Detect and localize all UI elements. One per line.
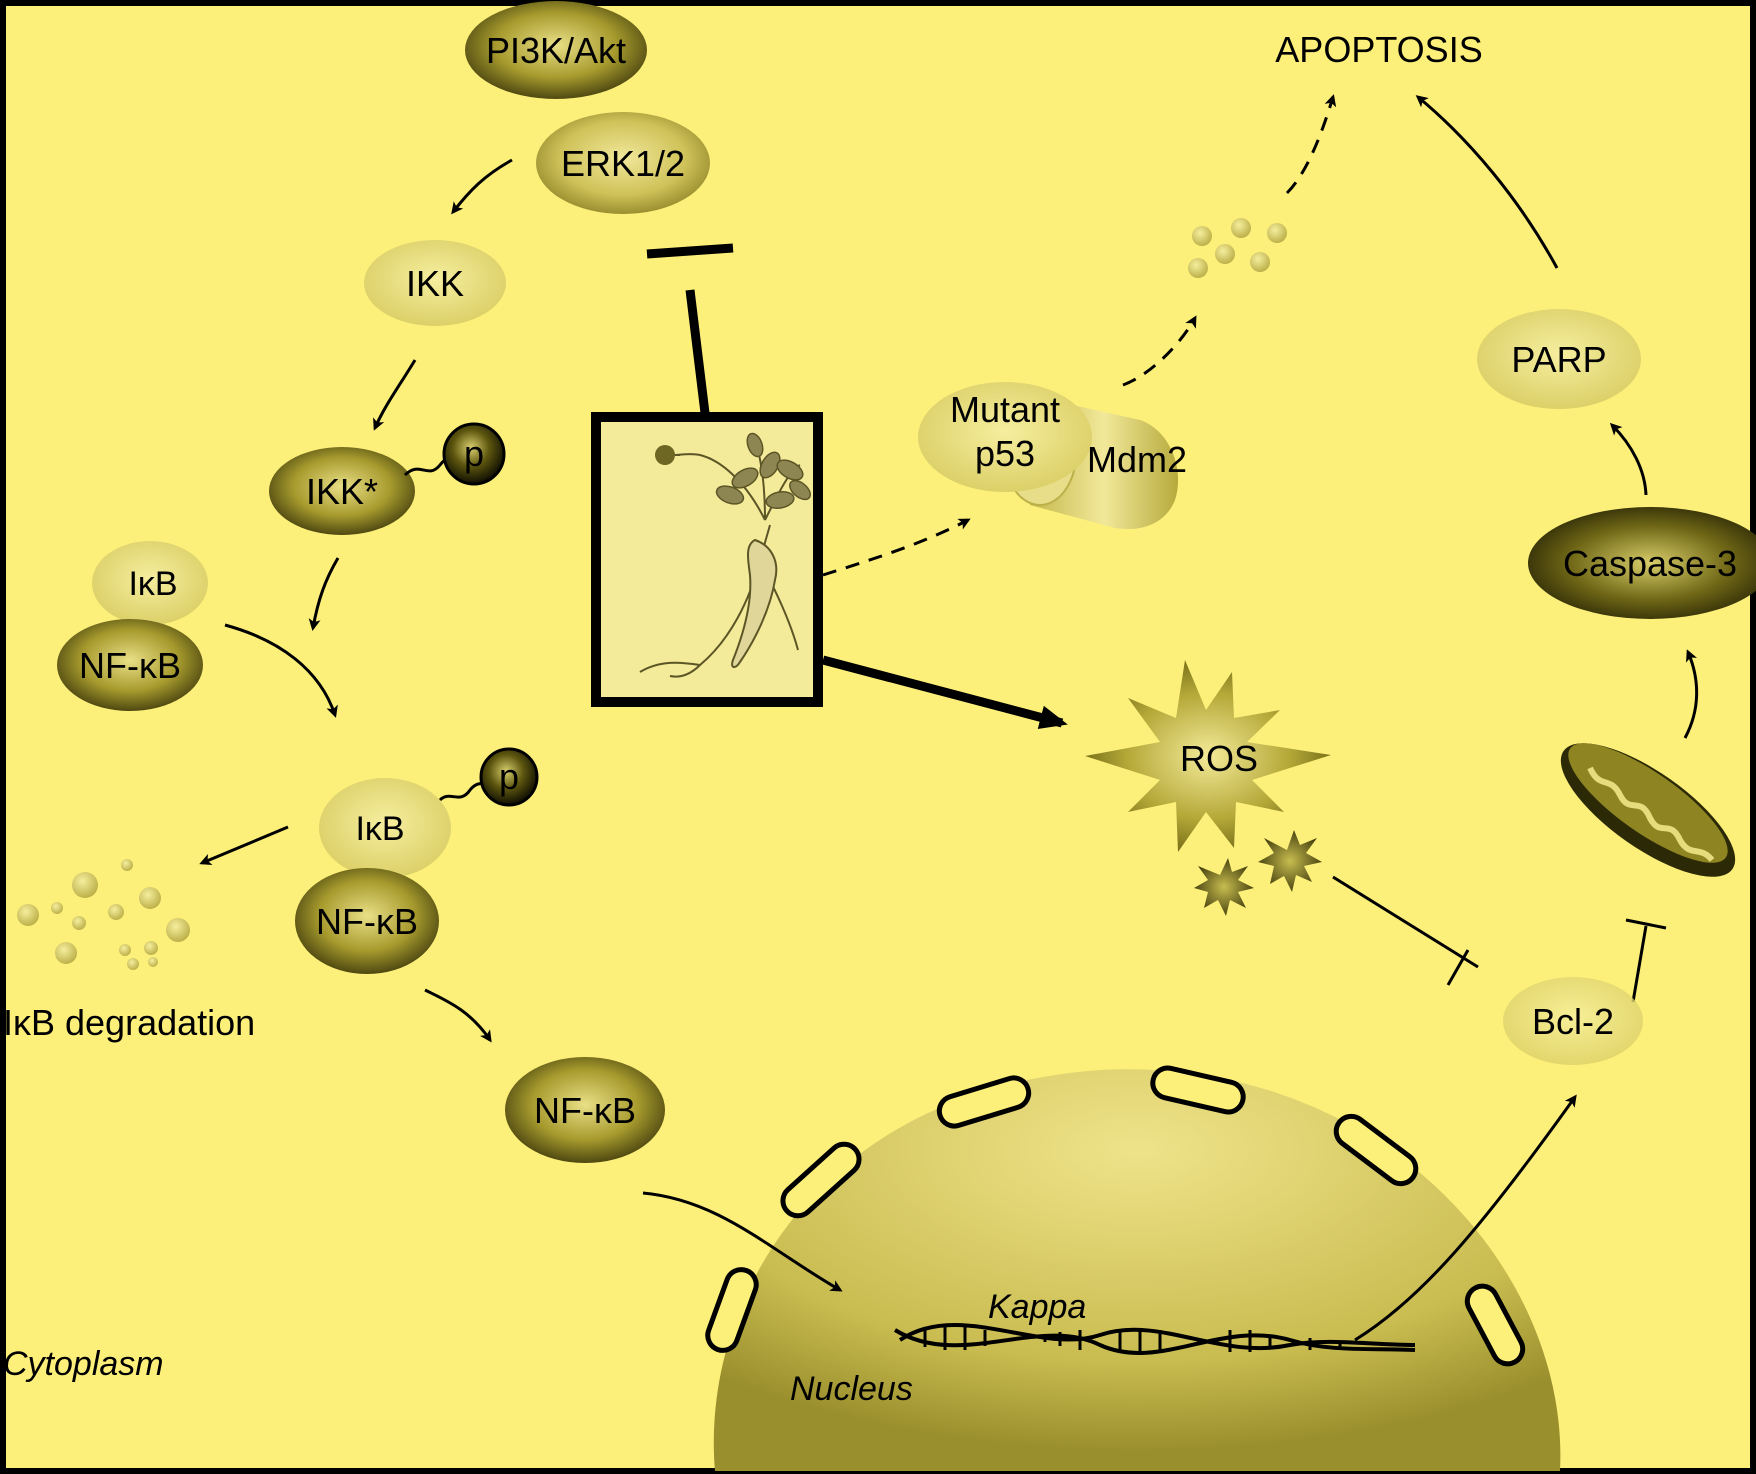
inhibit-ros-bcl2 [1332, 875, 1479, 986]
nucleus-label: Nucleus [790, 1370, 913, 1408]
erk-node: ERK1/2 [536, 112, 710, 214]
ikb-degradation-label: IκB degradation [3, 1002, 255, 1043]
free-nfkb-node: NF-κB [505, 1057, 665, 1163]
arrow-ikkstar-to-ikb [308, 557, 340, 631]
bcl2-node: Bcl-2 [1503, 977, 1643, 1065]
arrow-parp-to-apoptosis [1415, 95, 1559, 269]
arrow-caspase-to-parp [1609, 422, 1648, 496]
arrow-complex-to-phospho [224, 623, 338, 718]
apoptosis-label: APOPTOSIS [1275, 29, 1482, 70]
ikk-active-node: IKK* p [269, 422, 506, 535]
arrow-nfkb-to-nucleus [642, 1191, 843, 1292]
degradation-beads [17, 859, 190, 970]
phospho-label-1: p [464, 433, 484, 474]
caspase3-node: Caspase-3 [1528, 507, 1756, 619]
ikb-nfkb-complex: IκB NF-κB [57, 541, 208, 711]
nuclear-pores [705, 1065, 1526, 1367]
mitochondrion-icon [1560, 743, 1736, 877]
ros-label: ROS [1180, 738, 1258, 779]
arrow-p53-to-beads [1122, 315, 1197, 387]
ginseng-root-icon [591, 412, 823, 707]
arrow-to-degradation [199, 825, 289, 866]
cytoplasm-label: Cytoplasm [3, 1345, 164, 1383]
arrow-beads-to-apoptosis [1285, 94, 1337, 195]
mdm2-label: Mdm2 [1087, 439, 1187, 480]
ikb-label-2: IκB [355, 810, 404, 848]
ginseng-inhibition-bar [646, 243, 734, 414]
erk-label: ERK1/2 [561, 143, 685, 184]
kappa-label: Kappa [988, 1288, 1086, 1326]
mutant-p53-mdm2: Mutant p53 Mdm2 [918, 382, 1187, 530]
ikk-label: IKK [406, 263, 464, 304]
arrow-mito-to-caspase [1683, 649, 1699, 739]
mutant-p53-label-line1: Mutant [950, 389, 1060, 430]
inhibit-bcl2-mito [1625, 918, 1667, 1003]
arrow-to-free-nfkb [424, 988, 492, 1043]
ros-starburst-icon: ROS [1085, 660, 1331, 916]
nfkb-label-1: NF-κB [79, 645, 181, 686]
arrow-dna-to-bcl2 [1354, 1094, 1577, 1342]
pi3k-akt-node: PI3K/Akt [465, 1, 647, 99]
arrow-ginseng-to-p53 [822, 518, 971, 577]
nfkb-label-3: NF-κB [534, 1090, 636, 1131]
nucleus [705, 1065, 1561, 1471]
arrow-ginseng-to-ros [821, 655, 1068, 729]
arrow-ikk-to-ikkstar [373, 359, 417, 431]
parp-label: PARP [1511, 339, 1606, 380]
pi3k-akt-label: PI3K/Akt [486, 30, 626, 71]
phospho-label-2: p [499, 756, 519, 797]
ikb-label-1: IκB [128, 565, 177, 603]
phospho-ikb-nfkb-complex: IκB p NF-κB [295, 747, 539, 974]
parp-node: PARP [1477, 309, 1641, 409]
arrow-erk-to-ikk [451, 158, 513, 215]
nfkb-label-2: NF-κB [316, 901, 418, 942]
ikk-node: IKK [364, 240, 506, 326]
ikk-active-label: IKK* [306, 471, 378, 512]
caspase3-label: Caspase-3 [1563, 543, 1737, 584]
mutant-p53-label-line2: p53 [975, 433, 1035, 474]
bcl2-label: Bcl-2 [1532, 1001, 1614, 1042]
dna-helix-icon [893, 1323, 1416, 1355]
p53-beads [1188, 218, 1287, 278]
arrows [199, 94, 1699, 1342]
